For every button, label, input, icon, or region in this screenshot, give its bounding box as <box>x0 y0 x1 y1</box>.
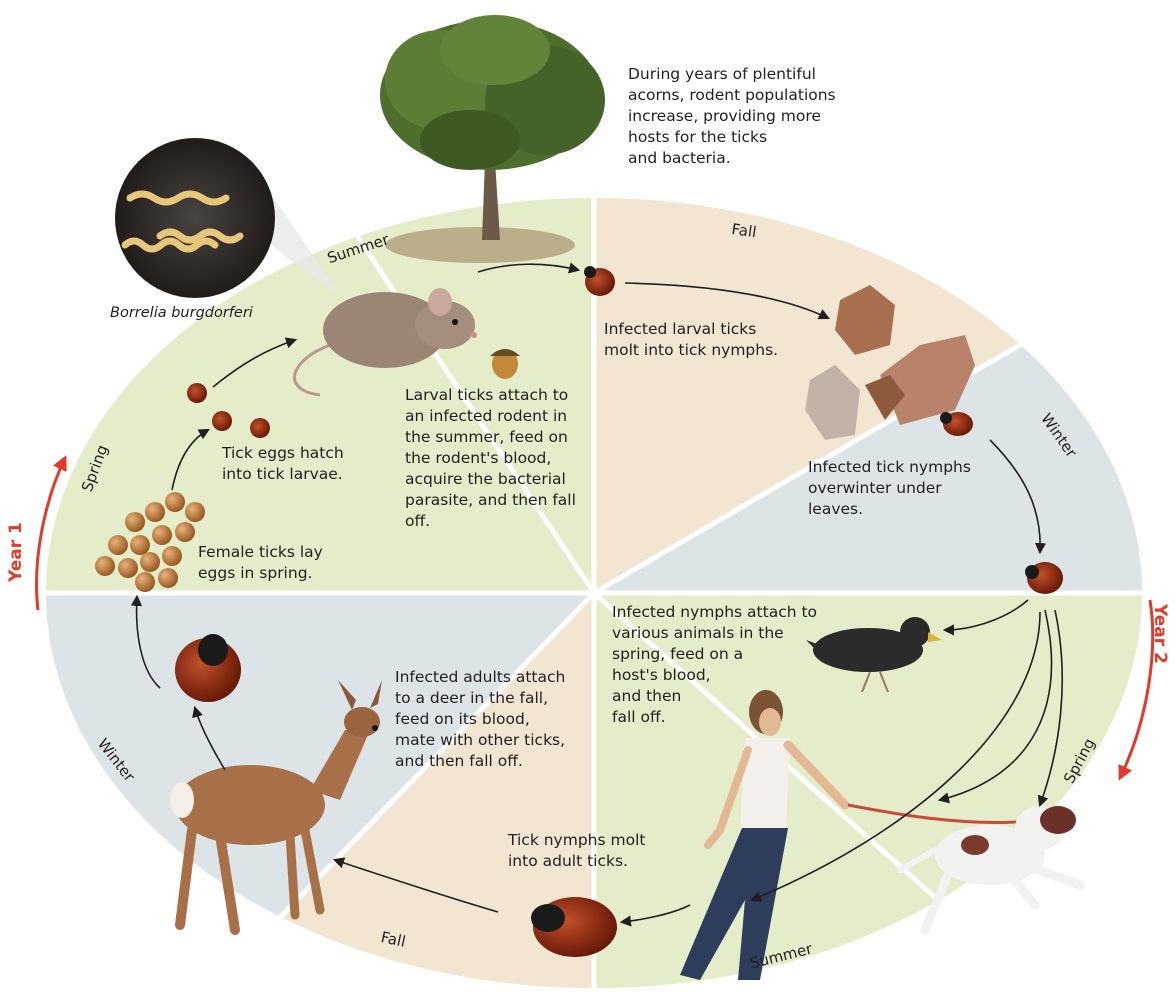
nymphs-molt-adult-text: Tick nymphs molt into adult ticks. <box>508 830 645 872</box>
year-2-label: Year 2 <box>1150 604 1170 664</box>
molt-nymphs-text: Infected larval ticks molt into tick nym… <box>604 319 778 361</box>
season-fall-y1: Fall <box>730 220 757 241</box>
year-1-label: Year 1 <box>6 522 26 582</box>
adults-deer-text: Infected adults attach to a deer in the … <box>395 667 565 772</box>
lay-eggs-text: Female ticks lay eggs in spring. <box>198 542 323 584</box>
bacteria-label: Borrelia burgdorferi <box>110 303 253 324</box>
larvae-attach-text: Larval ticks attach to an infected roden… <box>405 385 576 532</box>
nymphs-attach-text: Infected nymphs attach to various animal… <box>612 602 817 728</box>
overwinter-text: Infected tick nymphs overwinter under le… <box>808 457 971 520</box>
acorn-step-text: During years of plentiful acorns, rodent… <box>628 64 836 169</box>
eggs-hatch-text: Tick eggs hatch into tick larvae. <box>222 443 344 485</box>
